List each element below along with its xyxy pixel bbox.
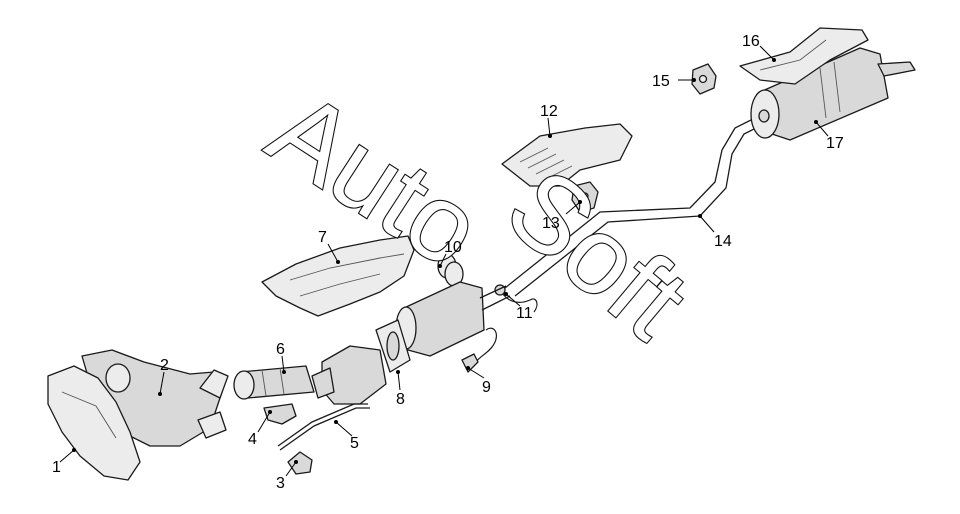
callout-14: 14 [714,233,732,250]
callout-labels: 1 2 3 4 5 6 7 8 9 10 11 12 13 14 15 16 1… [52,33,844,492]
callout-16: 16 [742,33,760,50]
part-4-bracket [263,403,297,425]
callout-11: 11 [516,305,533,322]
callout-2: 2 [160,357,169,374]
callout-7: 7 [318,229,327,246]
part-15-rubber-mount [691,63,717,95]
callout-15: 15 [652,73,670,90]
callout-1: 1 [52,459,61,476]
part-catalytic-converter [311,345,387,405]
callout-5: 5 [350,435,359,452]
part-13-hanger [571,181,599,213]
callout-9: 9 [482,379,491,396]
part-5-hanger-rod [277,403,370,451]
callout-3: 3 [276,475,285,492]
callout-12: 12 [540,103,558,120]
part-8-gasket [375,319,411,373]
callout-17: 17 [826,135,844,152]
callout-13: 13 [542,215,560,232]
callout-10: 10 [444,239,462,256]
leader-lines [59,45,829,477]
callout-6: 6 [276,341,285,358]
part-14-intermediate-pipe [504,117,761,297]
part-3-insulator [287,451,313,475]
part-16-rear-heat-shield [739,27,869,85]
part-17-rear-silencer [750,47,916,141]
part-12-center-heat-shield [501,123,633,187]
part-6-flexible-pipe [233,365,315,400]
part-1-manifold-heat-shield [47,365,141,481]
callout-4: 4 [248,431,257,448]
part-7-front-heat-shield [261,235,415,317]
callout-8: 8 [396,391,405,408]
